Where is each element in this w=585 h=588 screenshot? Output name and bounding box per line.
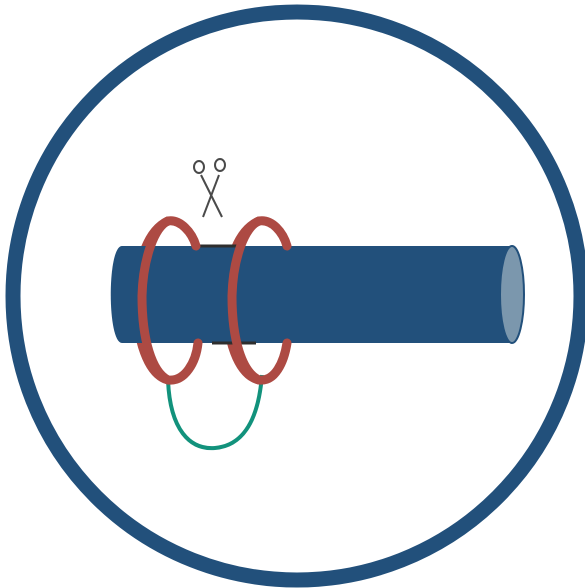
scissors-icon	[194, 159, 225, 217]
suture-arc	[168, 375, 262, 448]
vessel-end-cap	[500, 246, 524, 343]
ligature-loop-right-top	[259, 221, 287, 246]
vessel-body	[111, 246, 512, 343]
ligature-loop-left-top	[168, 221, 196, 246]
